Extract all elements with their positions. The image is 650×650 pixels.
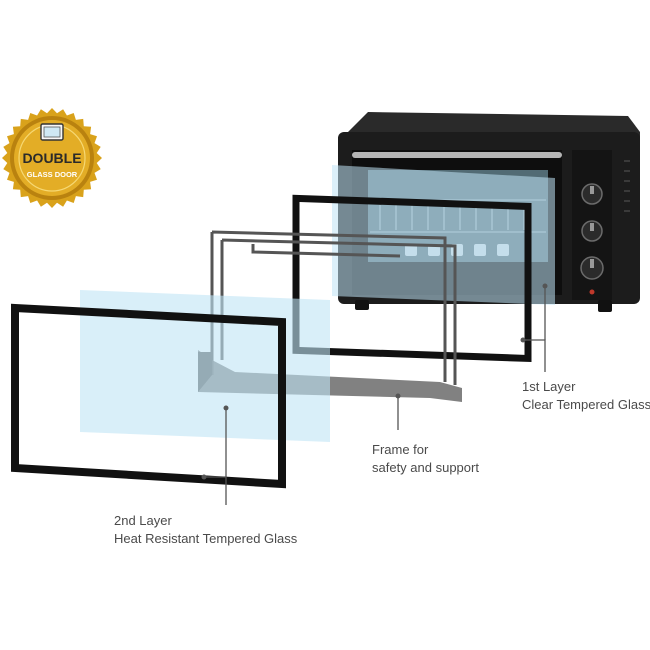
frame-description: safety and support (372, 460, 479, 475)
callout-markers (201, 283, 548, 480)
badge-title: DOUBLE (22, 150, 81, 166)
frame-title: Frame for (372, 442, 429, 457)
second-layer-glass-pane (80, 290, 330, 442)
oven-foot-left (355, 300, 369, 310)
power-indicator-icon (589, 289, 595, 295)
first-layer-title: 1st Layer (522, 379, 576, 394)
oven-handle (352, 152, 562, 158)
oven-knobs (580, 183, 604, 280)
second-layer-title: 2nd Layer (114, 513, 172, 528)
second-layer-label: 2nd Layer Heat Resistant Tempered Glass (114, 512, 297, 548)
first-layer-glass (292, 165, 555, 363)
badge-subtitle: GLASS DOOR (27, 170, 78, 179)
glass-door-icon (40, 123, 64, 141)
first-layer-glass-frame (292, 194, 532, 363)
oven-vents (624, 160, 630, 212)
first-layer-description: Clear Tempered Glass (522, 397, 650, 412)
oven-foot-right (598, 300, 612, 312)
second-layer-description: Heat Resistant Tempered Glass (114, 531, 298, 546)
first-layer-label: 1st Layer Clear Tempered Glass (522, 378, 650, 414)
badge-face (14, 120, 90, 196)
second-layer-glass (11, 290, 330, 489)
frame-label: Frame for safety and support (372, 441, 479, 477)
second-layer-glass-frame (11, 303, 286, 489)
double-glass-door-badge: DOUBLE GLASS DOOR (2, 108, 102, 208)
callout-leaders (204, 286, 546, 505)
